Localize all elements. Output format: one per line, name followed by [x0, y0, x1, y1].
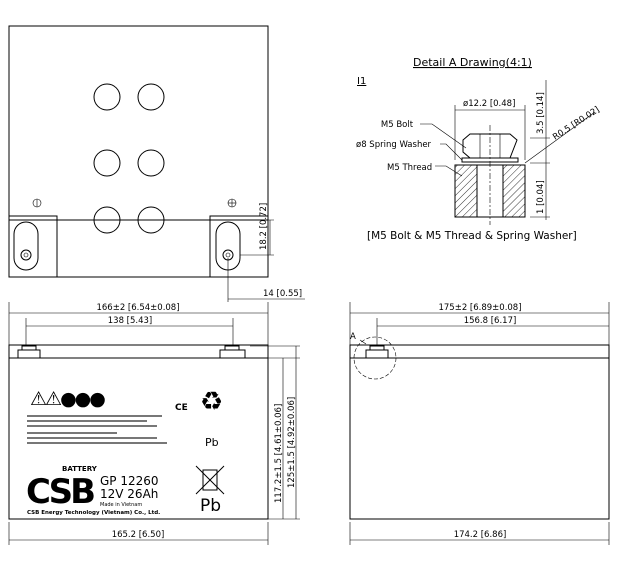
dim-side-bottom-width: 174.2 [6.86] [454, 530, 507, 540]
negative-symbol-icon [32, 198, 42, 208]
label-spring-washer: ø8 Spring Washer [356, 140, 432, 150]
detail-marker: A [350, 332, 356, 342]
detail-ref: I1 [357, 76, 366, 87]
dim-detail-height2: 1 [0.04] [536, 180, 546, 214]
made-in: Made in Vietnam [100, 502, 142, 508]
detail-a: Detail A Drawing(4:1) I1 ø12.2 [0.48] 3.… [356, 56, 602, 242]
disposal-pb: Pb [200, 496, 221, 516]
recycle-pb: Pb [205, 436, 219, 449]
front-view: 166±2 [6.54±0.08] 138 [5.43] ⚠⚠●●● CE ♻ … [8, 302, 300, 545]
model-number: GP 12260 [100, 474, 159, 488]
dim-side-top-width: 175±2 [6.89±0.08] [438, 303, 521, 313]
company-name: CSB Energy Technology (Vietnam) Co., Ltd… [27, 510, 160, 516]
dim-detail-height1: 3.5 [0.14] [536, 92, 546, 134]
warning-icons: ⚠⚠●●● [30, 388, 105, 410]
ce-mark: CE [175, 403, 188, 413]
recycle-icon: ♻ [200, 387, 223, 417]
no-trash-icon [195, 465, 225, 495]
dim-detail-diameter: ø12.2 [0.48] [463, 99, 515, 109]
vent-holes [93, 83, 165, 234]
detail-caption: [M5 Bolt & M5 Thread & Spring Washer] [367, 230, 577, 242]
csb-logo: CSB [26, 472, 94, 512]
dim-terminal-height: 18.2 [0.72] [259, 203, 269, 250]
detail-title: Detail A Drawing(4:1) [413, 56, 532, 69]
dim-front-top-width: 166±2 [6.54±0.08] [96, 303, 179, 313]
side-view: 175±2 [6.89±0.08] 156.8 [6.17] A 174.2 [… [349, 302, 610, 545]
label-m5-bolt: M5 Bolt [381, 120, 414, 130]
positive-symbol-icon [227, 198, 237, 208]
battery-rating: 12V 26Ah [100, 487, 158, 501]
dim-side-terminal: 156.8 [6.17] [464, 316, 517, 326]
dim-total-height: 125±1.5 [4.92±0.06] [287, 397, 297, 488]
dim-detail-radius: R0.5 [R0.02] [551, 105, 601, 143]
dim-terminal-offset: 14 [0.55] [263, 289, 302, 299]
dim-terminal-spacing: 138 [5.43] [108, 316, 152, 326]
dim-body-height: 117.2±1.5 [4.61±0.06] [274, 404, 284, 503]
label-m5-thread: M5 Thread [387, 163, 432, 173]
brand-caption: BATTERY [62, 465, 98, 473]
dim-front-bottom-width: 165.2 [6.50] [112, 530, 165, 540]
top-view: 18.2 [0.72] 14 [0.55] [8, 25, 305, 302]
